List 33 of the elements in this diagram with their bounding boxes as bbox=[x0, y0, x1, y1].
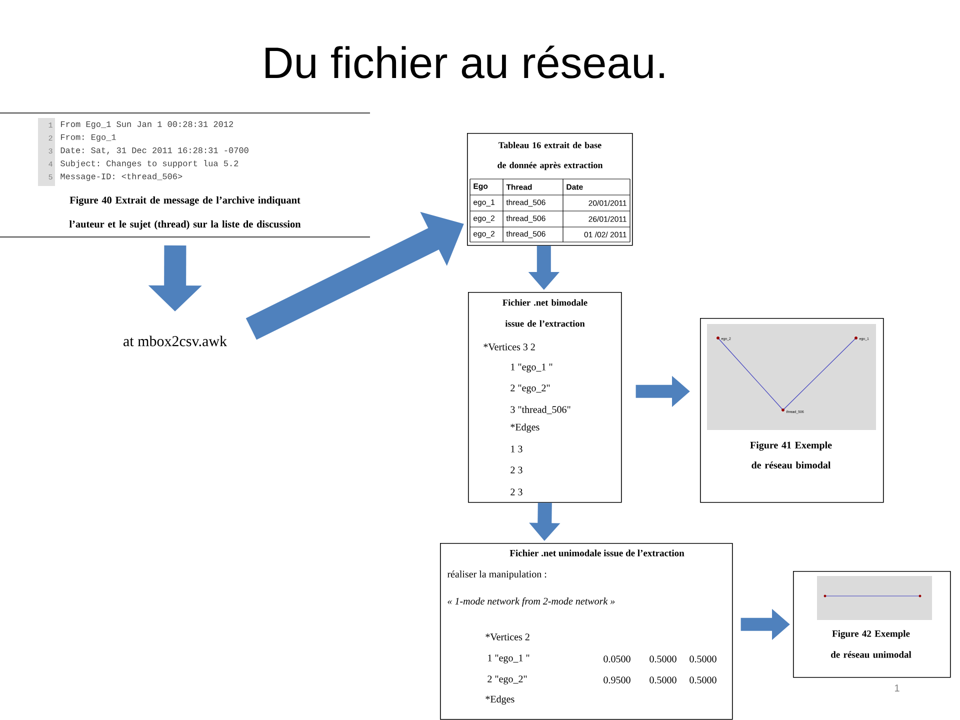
listing-number: 0.5000 bbox=[690, 656, 716, 662]
slide-title: Du fichier au réseau. bbox=[266, 46, 664, 78]
listing-number: 0.5000 bbox=[650, 676, 676, 684]
listing-line: 2 "ego_2" bbox=[488, 676, 527, 684]
listing-title: Fichier .net bimodale issue de l’extraction bbox=[502, 299, 588, 327]
code-line: Message-ID: <thread_506> bbox=[60, 173, 182, 181]
listing-line: 3 "thread_506" bbox=[510, 406, 570, 414]
table-title: Tableau 16 extrait de base de donnée après extraction bbox=[498, 142, 603, 170]
listing-line: 1 "ego_1 " bbox=[511, 364, 552, 372]
code-line: From: Ego_1 bbox=[61, 134, 116, 142]
listing-line: 1 3 bbox=[511, 446, 522, 452]
code-line: Date: Sat, 31 Dec 2011 16:28:31 -0700 bbox=[60, 147, 248, 155]
code-line: From Ego_1 Sun Jan 1 00:28:31 2012 bbox=[61, 121, 233, 129]
listing-line: 2 3 bbox=[510, 466, 522, 474]
listing-line: 2 3 bbox=[510, 488, 522, 496]
listing-line: réaliser la manipulation : bbox=[447, 570, 546, 580]
command-text: at mbox2csv.awk bbox=[124, 336, 228, 346]
listing-number: 0.0500 bbox=[604, 656, 630, 662]
listing-line: *Edges bbox=[486, 695, 514, 705]
listing-line: 1 "ego_1 " bbox=[488, 654, 530, 664]
listing-line: *Edges bbox=[510, 423, 540, 433]
listing-line: *Vertices 2 bbox=[486, 634, 530, 640]
listing-title: Fichier .net unimodale issue de l’extraction bbox=[510, 550, 684, 556]
listing-line: « 1-mode network from 2-mode network » bbox=[448, 597, 615, 607]
figure-caption: Figure 41 Exemple de réseau bimodal bbox=[750, 441, 832, 469]
code-line: Subject: Changes to support lua 5.2 bbox=[60, 160, 238, 168]
listing-number: 0.9500 bbox=[604, 676, 630, 684]
figure-caption: Figure 42 Exemple de réseau unimodal bbox=[831, 630, 912, 658]
listing-line: *Vertices 3 2 bbox=[484, 344, 535, 350]
figure-caption: Figure 40 Extrait de message de l’archive indiquant l’auteur et le sujet (thread) sur la liste de discussion bbox=[69, 196, 301, 230]
listing-line: 2 "ego_2" bbox=[510, 384, 550, 394]
listing-number: 0.5000 bbox=[650, 656, 676, 662]
listing-number: 0.5000 bbox=[690, 676, 716, 684]
